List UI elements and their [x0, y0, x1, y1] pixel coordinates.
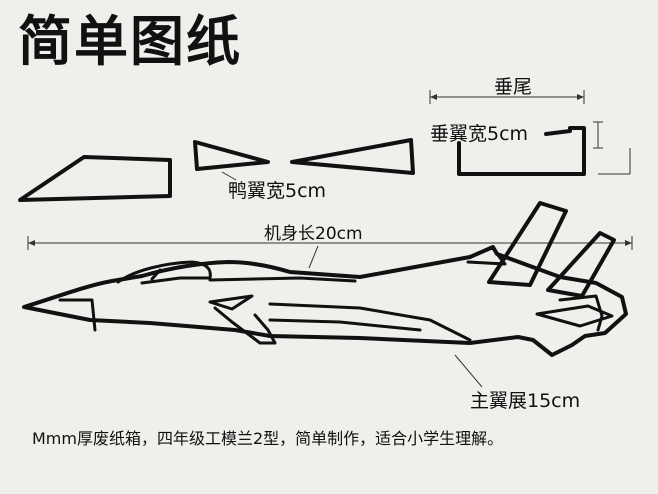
- spine-line: [208, 276, 357, 283]
- exhaust-outline: [558, 294, 604, 332]
- body-length-dimension: [27, 236, 633, 269]
- side-vertical-tail-outline: [487, 201, 568, 287]
- tail-fin-detail: [466, 252, 507, 266]
- nose-line: [58, 298, 97, 332]
- vertical-tail-width-label: 垂翼宽5cm: [430, 123, 529, 145]
- vertical-tail-dimension: [429, 90, 585, 104]
- canopy-outline: [116, 260, 212, 284]
- fuselage-outline: [22, 245, 628, 357]
- side-canard-outline: [208, 294, 254, 311]
- canopy-divider: [150, 268, 162, 281]
- wing-part-outline: [18, 155, 172, 202]
- side-vertical-tail-rear-outline: [546, 231, 616, 298]
- wing-span-leader-line: [454, 354, 483, 388]
- wing-span-label: 主翼展15cm: [470, 390, 581, 412]
- intake-outline: [213, 306, 277, 345]
- horizontal-stabilizer-outline: [535, 304, 614, 328]
- canopy-frame-line: [140, 276, 212, 285]
- wing-root-line: [268, 302, 472, 342]
- vertical-tail-label: 垂尾: [494, 76, 533, 98]
- canard-part-left-outline: [193, 140, 270, 171]
- vertical-tail-part-outline: [457, 126, 586, 176]
- canard-part-right-outline: [290, 138, 415, 175]
- canard-width-label: 鸭翼宽5cm: [228, 180, 327, 202]
- body-length-label: 机身长20cm: [264, 224, 363, 244]
- lower-fuselage-line: [268, 318, 422, 332]
- page-title: 简单图纸: [18, 10, 242, 73]
- jet-side-view: [22, 201, 628, 357]
- canard-leader-line: [221, 171, 237, 181]
- vertical-tail-height-dimension: [593, 121, 631, 175]
- description-caption: Mmm厚废纸箱，四年级工模兰2型，简单制作，适合小学生理解。: [32, 429, 504, 448]
